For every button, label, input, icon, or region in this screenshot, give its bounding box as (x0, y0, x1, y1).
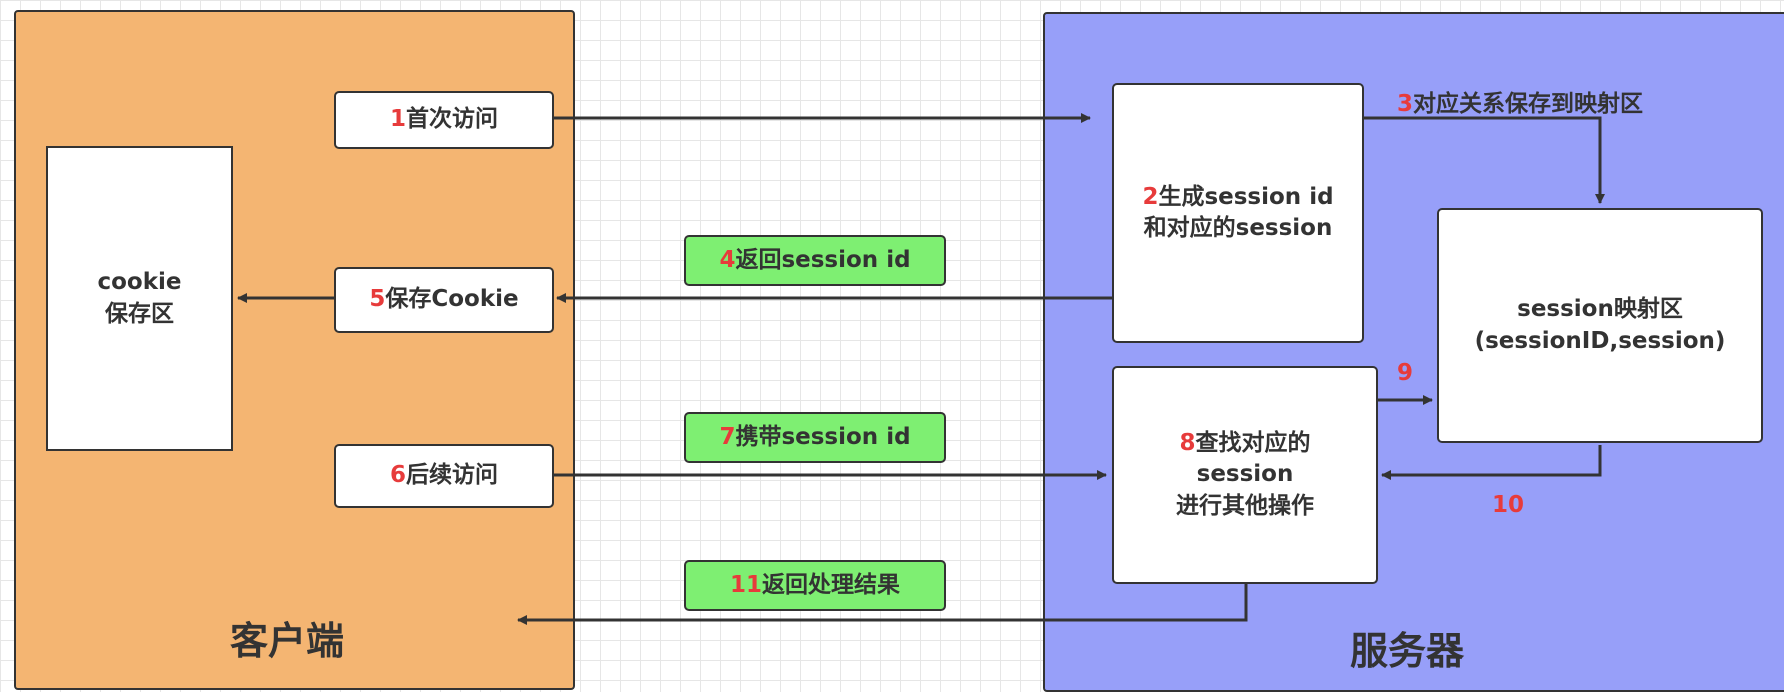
cookie-store-box: cookie 保存区 (46, 146, 233, 451)
step-2-number: 2 (1142, 183, 1159, 210)
step-8-number: 8 (1179, 430, 1196, 457)
step-11-label: 返回处理结果 (762, 571, 900, 598)
step-3-text: 对应关系保存到映射区 (1413, 91, 1644, 117)
session-map-line1: session映射区 (1517, 296, 1683, 323)
step-9-label: 9 (1397, 360, 1414, 386)
step-11-number: 11 (729, 571, 762, 598)
step-7-number: 7 (719, 423, 736, 450)
step-1-number: 1 (389, 106, 406, 133)
step-8-line3: 进行其他操作 (1176, 492, 1314, 519)
step-8-line1: 查找对应的 (1195, 430, 1311, 457)
step-6-label: 后续访问 (406, 462, 498, 489)
arrow-step-11 (517, 584, 1248, 625)
server-title: 服务器 (1350, 629, 1465, 673)
step-2-line1: 生成session id (1158, 183, 1334, 210)
arrows-layer (237, 113, 1605, 625)
cookie-store-line2: 保存区 (104, 300, 174, 327)
step-7-label: 携带session id (735, 423, 911, 450)
step-4-number: 4 (719, 246, 736, 273)
step-5-label: 保存Cookie (385, 286, 519, 313)
arrow-step-10 (1381, 445, 1602, 480)
step-3-label: 3对应关系保存到映射区 (1397, 84, 1643, 118)
step-6-number: 6 (389, 462, 406, 489)
step-5-number: 5 (369, 286, 386, 313)
step-8-lookup-session-box: 8查找对应的 session 进行其他操作 (1112, 366, 1378, 584)
step-4-label: 返回session id (735, 246, 911, 273)
step-3-number: 3 (1397, 91, 1414, 117)
step-1-label: 首次访问 (406, 106, 498, 133)
step-10-label: 10 (1492, 492, 1525, 518)
step-8-line2: session (1196, 461, 1294, 488)
client-title: 客户端 (230, 619, 345, 663)
step-2-line2: 和对应的session (1143, 215, 1333, 241)
session-map-box: session映射区 (sessionID,session) (1437, 208, 1763, 443)
session-map-line2: (sessionID,session) (1474, 327, 1726, 354)
arrow-step-3 (1364, 116, 1605, 204)
cookie-store-line1: cookie (97, 269, 182, 296)
step-2-generate-session-box: 2生成session id 和对应的session (1112, 83, 1364, 343)
